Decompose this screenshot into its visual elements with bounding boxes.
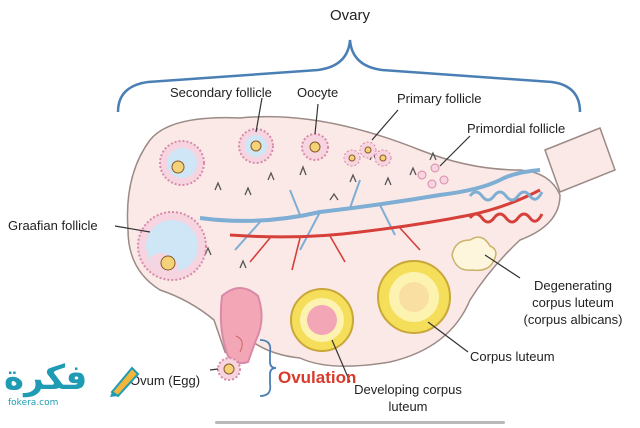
- vein-main: [199, 168, 541, 223]
- developing-corpus-luteum: [290, 288, 354, 352]
- label-secondary-follicle: Secondary follicle: [170, 85, 272, 100]
- pencil-icon: [110, 366, 140, 398]
- fekra-logo: فكرة fokera.com: [4, 358, 154, 416]
- label-degenerating-1: Degenerating: [533, 278, 613, 293]
- label-graafian-follicle: Graafian follicle: [8, 218, 98, 233]
- ovulation-brace: [259, 339, 277, 397]
- artery-branch-1: [249, 227, 421, 271]
- label-ovum: Ovum (Egg): [130, 373, 201, 388]
- ruptured-follicle: [219, 287, 263, 365]
- label-degenerating-3: (corpus albicans): [523, 312, 623, 327]
- primary-follicles: [343, 141, 392, 167]
- logo-url: fokera.com: [8, 398, 59, 408]
- label-ovulation: Ovulation: [278, 368, 357, 387]
- secondary-follicle: [238, 128, 274, 164]
- label-primary-follicle: Primary follicle: [397, 91, 482, 106]
- label-primordial-follicle: Primordial follicle: [467, 121, 566, 136]
- label-developing-1: Developing corpus: [354, 382, 462, 397]
- coiled-vein: [468, 190, 544, 202]
- vessel-marks: [204, 151, 437, 269]
- coiled-artery: [468, 212, 544, 224]
- label-corpus-luteum: Corpus luteum: [470, 349, 555, 364]
- graafian-follicle-large: [137, 211, 207, 281]
- label-degenerating-2: corpus luteum: [532, 295, 614, 310]
- ovarian-ligament: [544, 127, 616, 193]
- artery-main: [229, 188, 541, 239]
- pointer-lines: [114, 97, 521, 383]
- logo-text: فكرة: [4, 358, 88, 398]
- oocyte-follicle: [301, 133, 329, 161]
- corpus-luteum: [377, 260, 451, 334]
- label-ovary: Ovary: [329, 7, 370, 24]
- caption-blur: [215, 417, 505, 425]
- graafian-follicle-small: [159, 140, 205, 186]
- primordial-follicles: [417, 163, 449, 189]
- ovum-egg: [217, 357, 241, 381]
- ovary-bracket: [116, 39, 582, 113]
- label-oocyte: Oocyte: [297, 85, 339, 100]
- label-developing-2: luteum: [388, 399, 428, 414]
- corpus-albicans: [451, 236, 497, 272]
